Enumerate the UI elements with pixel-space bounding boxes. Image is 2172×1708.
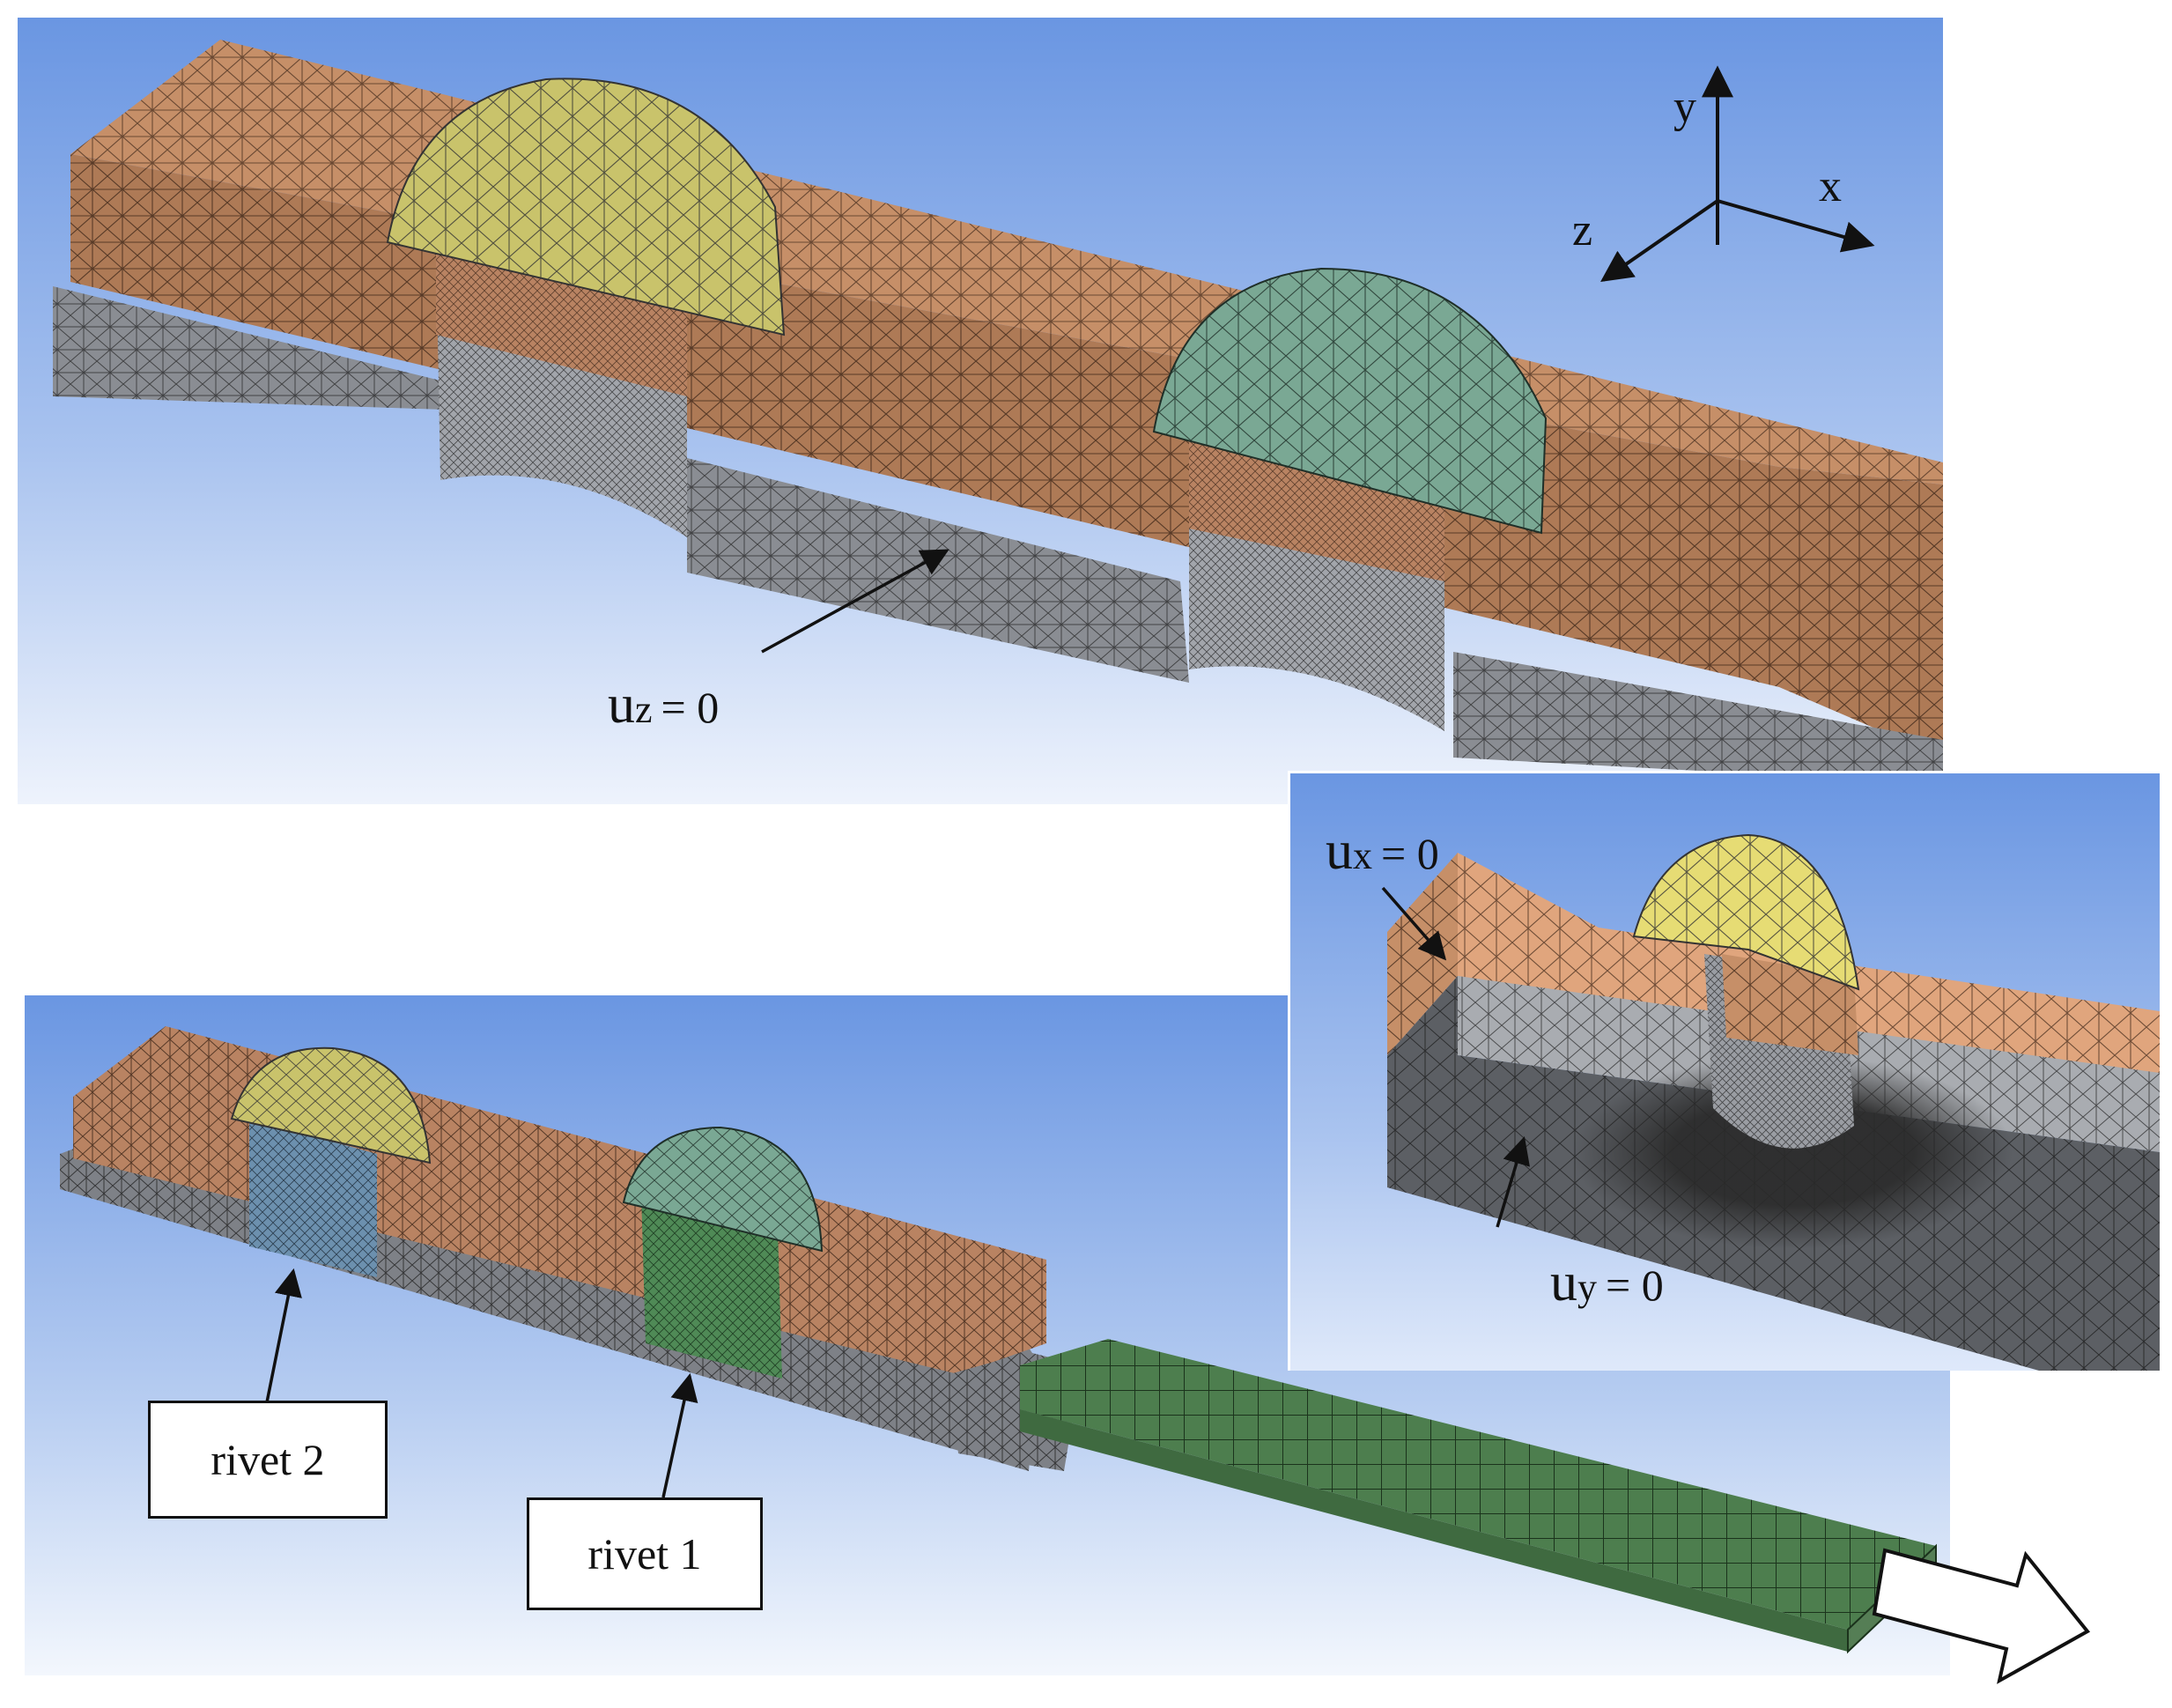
rivet-1-shank [641,1194,782,1379]
detail-hole-copper-wall [1722,954,1858,1055]
rivet-head-yellow [386,78,786,336]
rivet-2-shank [249,1119,377,1277]
hole-1-copper-wall [436,242,687,396]
rivet-2-callout: rivet 2 [148,1401,388,1519]
axis-x-label: x [1819,161,1842,211]
load-grip-side [1020,1409,1848,1652]
coordinate-axes-icon [1600,65,1875,283]
ux-arrow [1381,886,1447,961]
top-model-view: y x z uz= 0 [18,18,1943,804]
steel-plate-segment-3 [1453,652,1943,784]
axis-y-label: y [1673,82,1696,132]
uz-label: uz= 0 [608,675,719,735]
uz-arrow [761,549,949,654]
hole-2-copper-wall [1189,432,1444,581]
detail-hole-shadow [1572,1055,2013,1249]
ux-label: ux= 0 [1326,821,1439,881]
rivet-head-teal [1152,267,1548,535]
detail-model-canvas: ux= 0 uy= 0 [1290,773,2160,1371]
rivet-1-callout: rivet 1 [527,1497,763,1610]
rivet-1-head [622,1126,824,1253]
steel-plate-segment-1 [53,286,445,410]
uy-arrow [1496,1135,1530,1228]
load-grip-top [1020,1339,1936,1630]
uy-label: uy= 0 [1550,1253,1664,1312]
top-model-canvas: y x z uz= 0 [18,18,1943,804]
rivet-2-head [230,1046,432,1165]
axis-z-label: z [1572,205,1592,255]
detail-model-view: ux= 0 uy= 0 [1288,771,2160,1371]
rivet-1-arrow [661,1372,698,1498]
detail-rivet-head [1632,833,1860,991]
rivet-2-arrow [265,1268,302,1403]
